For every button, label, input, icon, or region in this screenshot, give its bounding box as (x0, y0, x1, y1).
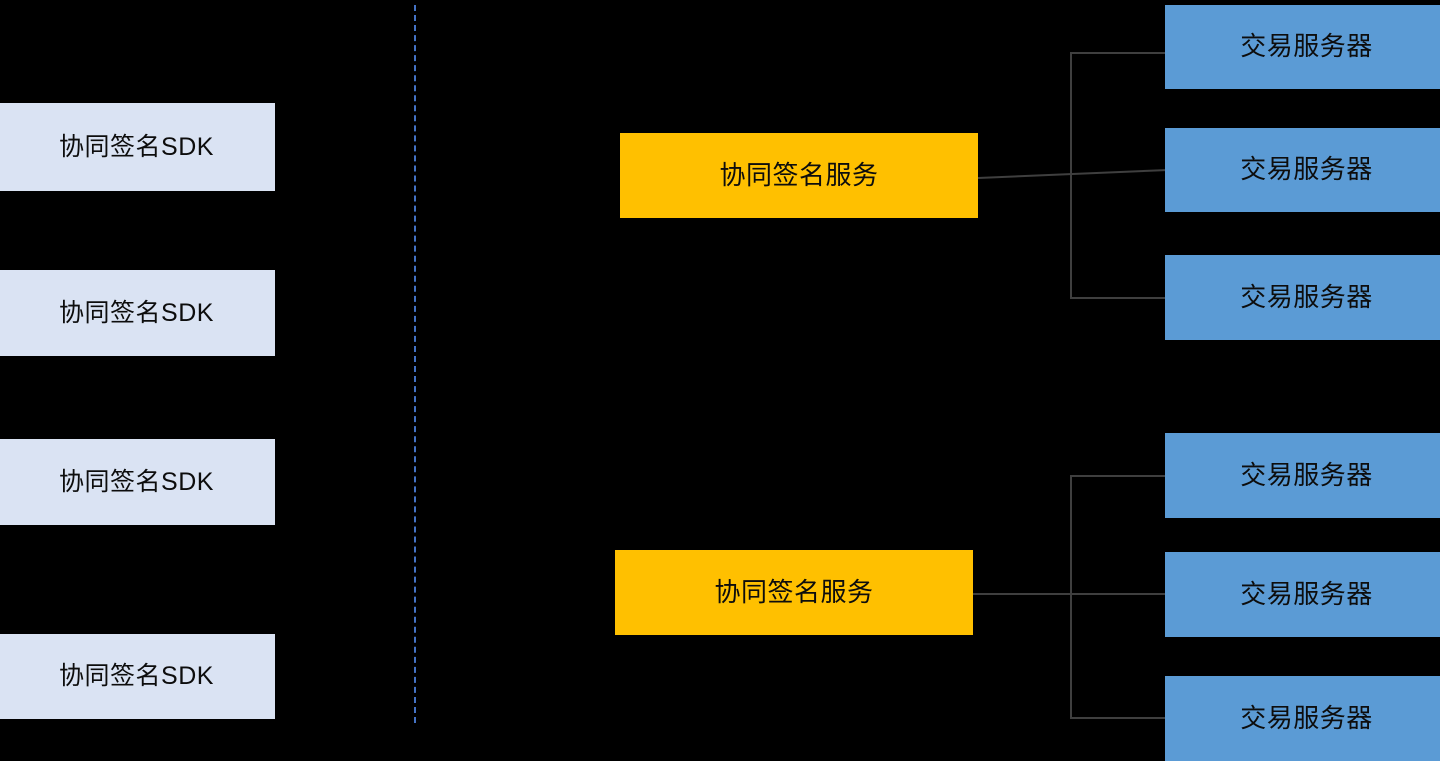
connector-service-1-line (977, 169, 1169, 179)
node-server-4-label: 交易服务器 (1240, 459, 1373, 490)
client-server-divider (414, 5, 416, 723)
connector-service-2-to-servers (973, 593, 1166, 595)
node-server-3[interactable]: 交易服务器 (1165, 255, 1440, 340)
connector-trunk-upper (1070, 52, 1072, 299)
node-server-5[interactable]: 交易服务器 (1165, 552, 1440, 637)
node-server-6-label: 交易服务器 (1240, 702, 1373, 733)
node-sdk-1[interactable]: 协同签名SDK (0, 103, 275, 191)
node-server-4[interactable]: 交易服务器 (1165, 433, 1440, 518)
connector-branch-server-4 (1070, 475, 1166, 477)
node-server-1-label: 交易服务器 (1240, 31, 1373, 62)
node-server-3-label: 交易服务器 (1240, 281, 1373, 312)
connector-service-1-to-servers (977, 169, 1169, 179)
node-sdk-1-label: 协同签名SDK (59, 132, 214, 161)
node-sdk-2-label: 协同签名SDK (59, 298, 214, 327)
node-sdk-3-label: 协同签名SDK (59, 467, 214, 496)
node-sdk-2[interactable]: 协同签名SDK (0, 270, 275, 356)
connector-trunk-lower (1070, 475, 1072, 719)
node-sdk-4-label: 协同签名SDK (59, 662, 214, 691)
node-server-2[interactable]: 交易服务器 (1165, 128, 1440, 212)
node-service-1-label: 协同签名服务 (719, 159, 879, 190)
node-server-6[interactable]: 交易服务器 (1165, 676, 1440, 761)
connector-branch-server-3 (1070, 297, 1166, 299)
node-server-2-label: 交易服务器 (1240, 154, 1373, 185)
node-service-1[interactable]: 协同签名服务 (620, 133, 978, 218)
connector-branch-server-6 (1070, 717, 1166, 719)
node-service-2[interactable]: 协同签名服务 (615, 550, 973, 635)
node-sdk-4[interactable]: 协同签名SDK (0, 634, 275, 719)
node-server-1[interactable]: 交易服务器 (1165, 5, 1440, 89)
node-server-5-label: 交易服务器 (1240, 578, 1373, 609)
node-sdk-3[interactable]: 协同签名SDK (0, 439, 275, 525)
connector-branch-server-1 (1070, 52, 1166, 54)
node-service-2-label: 协同签名服务 (714, 576, 874, 607)
